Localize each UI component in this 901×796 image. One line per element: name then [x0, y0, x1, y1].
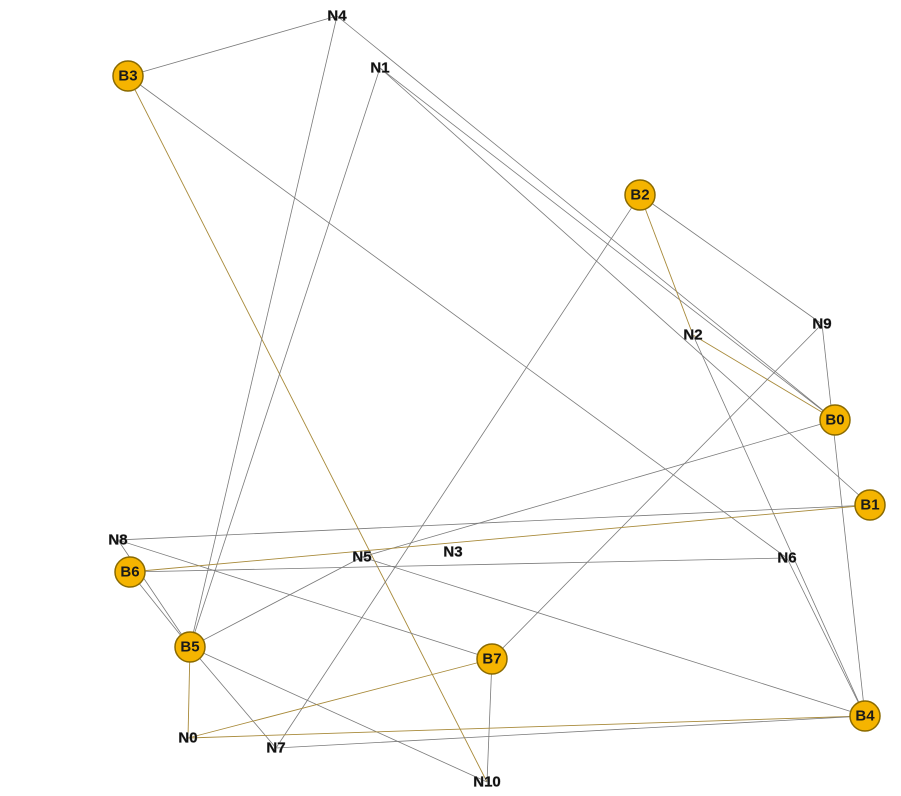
- node-circle: [476, 643, 508, 675]
- node-label: N5: [352, 549, 371, 566]
- node-n0[interactable]: N0: [178, 729, 198, 747]
- node-n8[interactable]: N8: [108, 531, 128, 549]
- edge-n1-b5: [189, 67, 381, 648]
- node-circle: [849, 700, 881, 732]
- node-n4[interactable]: N4: [327, 7, 347, 25]
- edge-b5-n7: [189, 646, 277, 749]
- node-label: B7: [482, 651, 501, 668]
- edge-n6-b4: [786, 557, 866, 717]
- edge-n9-b4: [821, 323, 866, 717]
- edge-b6-b5: [129, 571, 191, 648]
- edge-b2-n7: [275, 194, 641, 749]
- node-b2[interactable]: B2: [624, 179, 656, 211]
- edge-n2-b0: [692, 334, 836, 421]
- node-label: N10: [473, 774, 501, 791]
- edge-n1-b1: [379, 67, 871, 506]
- edge-n5-b4: [361, 556, 866, 717]
- edge-n5-b5: [189, 556, 363, 648]
- edge-n4-b5: [189, 15, 338, 648]
- node-label: B5: [180, 639, 199, 656]
- node-label: N3: [443, 544, 462, 561]
- edge-b7-n10: [486, 658, 493, 783]
- edge-n0-b4: [187, 715, 866, 739]
- edge-n8-b1: [117, 504, 871, 541]
- node-circle: [624, 179, 656, 211]
- node-n7[interactable]: N7: [266, 739, 286, 757]
- node-label: B6: [120, 564, 139, 581]
- edge-n4-b0: [336, 15, 836, 421]
- node-label: B1: [860, 497, 879, 514]
- edge-b2-n2: [639, 194, 694, 336]
- node-label: N0: [178, 730, 197, 747]
- node-label: B2: [630, 187, 649, 204]
- edge-n9-b7: [491, 323, 823, 660]
- edge-b3-n6: [127, 75, 788, 559]
- node-circle: [854, 489, 886, 521]
- node-b7[interactable]: B7: [476, 643, 508, 675]
- edge-b3-n10: [127, 75, 488, 783]
- node-b1[interactable]: B1: [854, 489, 886, 521]
- node-n5[interactable]: N5: [352, 548, 372, 566]
- node-circle: [819, 404, 851, 436]
- edge-b6-n6: [129, 557, 788, 573]
- node-circle: [114, 556, 146, 588]
- node-label: N4: [327, 8, 347, 25]
- edges-layer: [117, 15, 871, 783]
- edge-n7-b4: [275, 715, 866, 749]
- node-label: N6: [777, 550, 796, 567]
- node-b4[interactable]: B4: [849, 700, 881, 732]
- edge-b5-n10: [189, 646, 488, 783]
- node-n3[interactable]: N3: [443, 543, 463, 561]
- node-label: B0: [825, 412, 844, 429]
- node-n2[interactable]: N2: [683, 326, 703, 344]
- node-b0[interactable]: B0: [819, 404, 851, 436]
- edge-b3-n4: [127, 15, 338, 77]
- node-b5[interactable]: B5: [174, 631, 206, 663]
- node-label: N2: [683, 327, 702, 344]
- node-label: B3: [118, 68, 137, 85]
- edge-b0-n5: [361, 419, 836, 558]
- node-circle: [112, 60, 144, 92]
- edge-b6-b1: [129, 504, 871, 573]
- node-label: N8: [108, 532, 127, 549]
- edge-n8-b5: [117, 539, 191, 648]
- node-b3[interactable]: B3: [112, 60, 144, 92]
- node-label: N1: [370, 60, 389, 77]
- node-label: N7: [266, 740, 285, 757]
- edge-n2-b4: [692, 334, 866, 717]
- node-label: B4: [855, 708, 875, 725]
- node-b6[interactable]: B6: [114, 556, 146, 588]
- edge-n8-b7: [117, 539, 493, 660]
- node-circle: [174, 631, 206, 663]
- node-n9[interactable]: N9: [812, 315, 832, 333]
- edge-b7-n0: [187, 658, 493, 739]
- node-n1[interactable]: N1: [370, 59, 390, 77]
- node-n10[interactable]: N10: [473, 773, 501, 791]
- node-label: N9: [812, 316, 831, 333]
- edge-b2-n9: [639, 194, 823, 325]
- node-n6[interactable]: N6: [777, 549, 797, 567]
